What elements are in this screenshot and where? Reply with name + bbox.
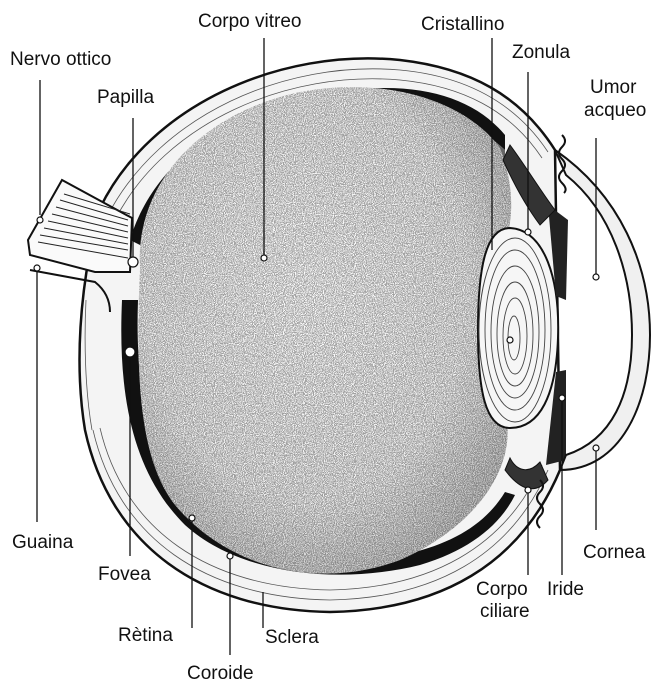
dot-nervo-ottico <box>37 217 43 223</box>
dot-cornea <box>593 445 599 451</box>
label-zonula: Zonula <box>512 42 571 63</box>
label-cornea: Cornea <box>583 542 646 563</box>
dot-retina <box>189 515 195 521</box>
dot-corpo-ciliare <box>525 487 531 493</box>
label-acqueo: acqueo <box>584 100 646 121</box>
label-corpo: Corpo <box>476 579 528 600</box>
lens <box>478 228 558 428</box>
dot-guaina <box>34 265 40 271</box>
label-sclera: Sclera <box>265 627 319 648</box>
dot-cristallino <box>507 337 513 343</box>
label-guaina: Guaina <box>12 532 74 553</box>
label-coroide: Coroide <box>187 663 254 683</box>
label-papilla: Papilla <box>97 87 154 108</box>
label-nervo-ottico: Nervo ottico <box>10 49 111 70</box>
dot-coroide <box>227 553 233 559</box>
label-cristallino: Cristallino <box>421 14 504 35</box>
dot-corpo-vitreo <box>261 255 267 261</box>
dot-zonula <box>525 229 531 235</box>
label-iride: Iride <box>547 579 584 600</box>
dot-papilla <box>128 257 138 267</box>
label-fovea: Fovea <box>98 564 151 585</box>
label-retina: Rètina <box>118 625 173 646</box>
label-corpo-vitreo: Corpo vitreo <box>198 11 302 32</box>
cornea-shape <box>555 150 650 470</box>
dot-umor-acqueo <box>593 274 599 280</box>
dot-fovea <box>125 347 135 357</box>
dot-iride <box>559 395 565 401</box>
label-umor: Umor <box>590 77 637 98</box>
label-ciliare: ciliare <box>480 601 530 622</box>
vitreous-stipple <box>130 80 530 580</box>
